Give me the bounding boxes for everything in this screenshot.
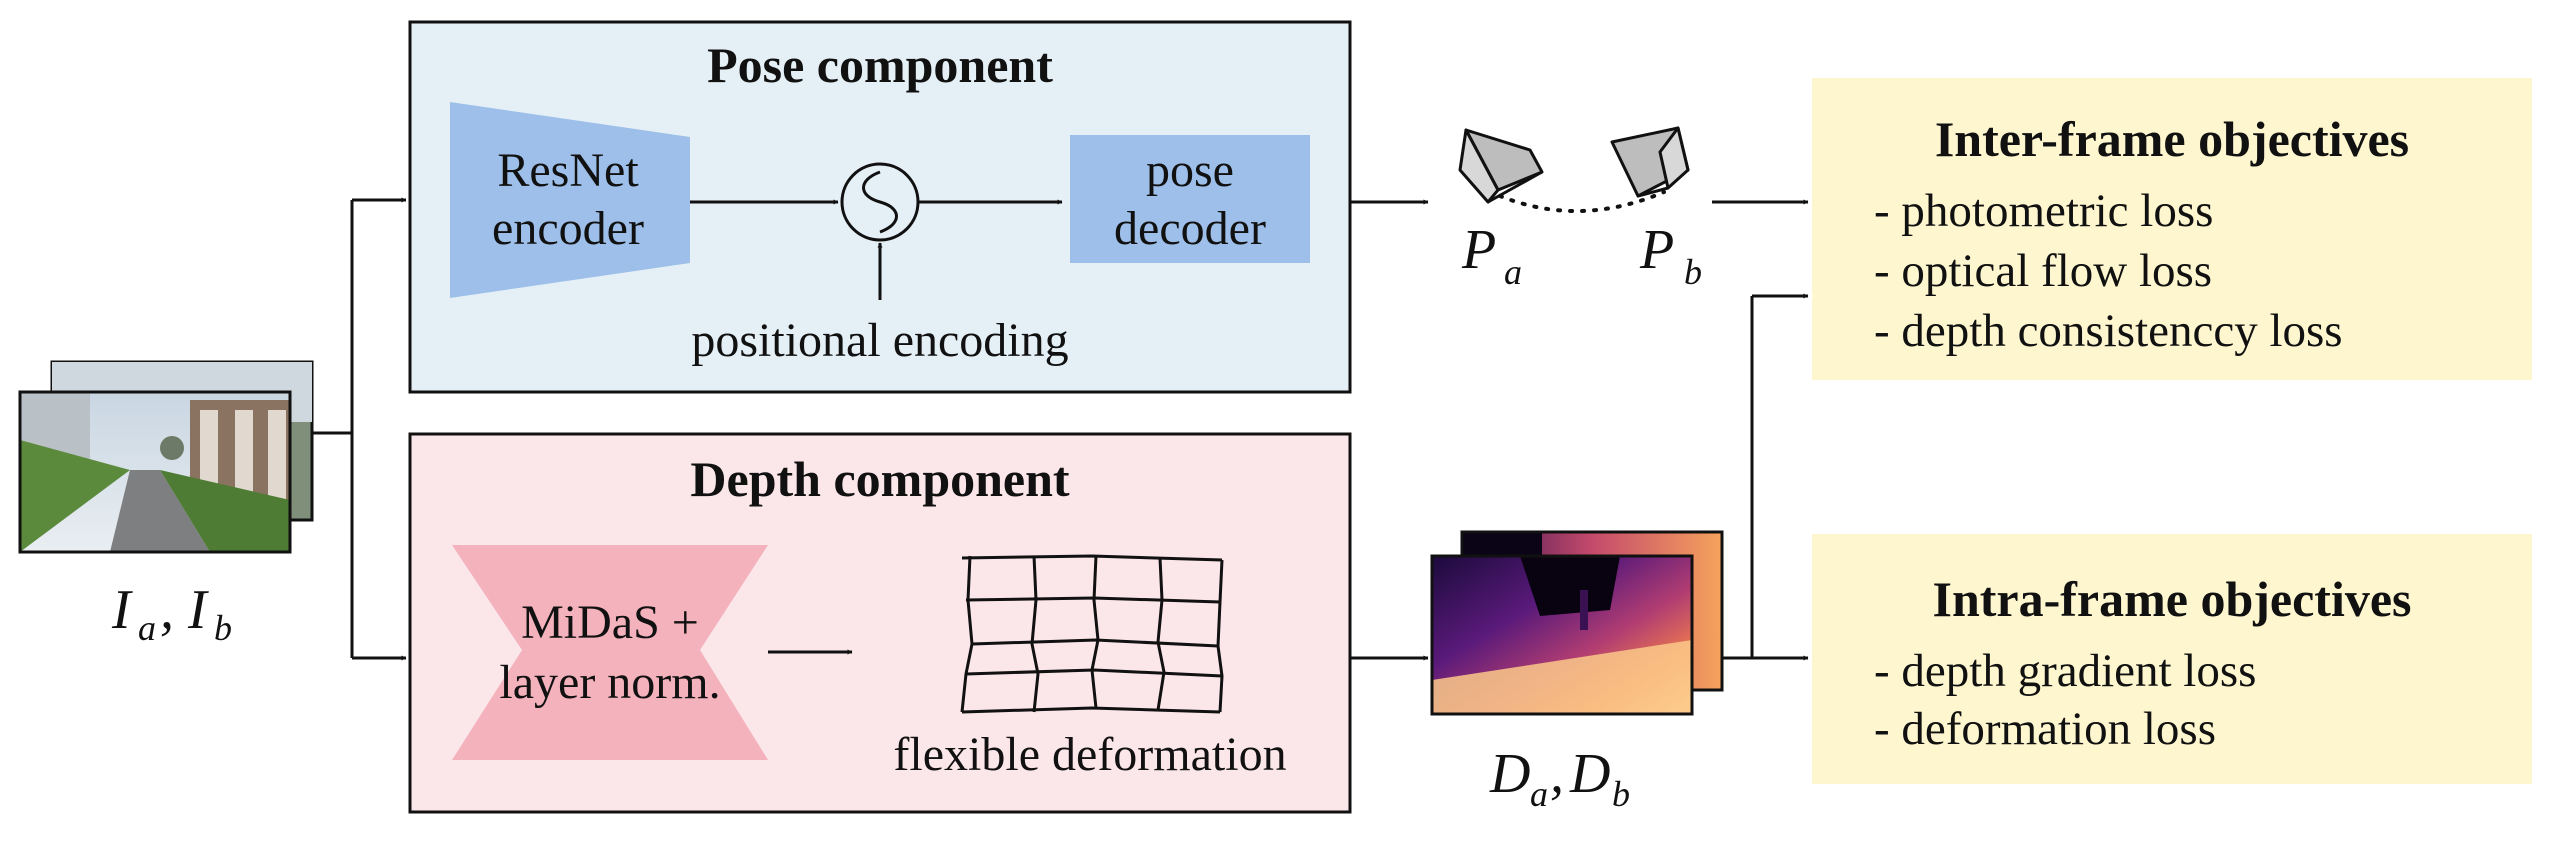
pose-component: Pose component ResNet encoder positional… <box>408 20 1352 394</box>
pose-component-title: Pose component <box>707 37 1053 93</box>
positional-encoding-label: positional encoding <box>691 314 1068 367</box>
depth-component: Depth component MiDaS + layer norm. flex… <box>408 432 1352 814</box>
depth-output-connectors <box>1722 293 1809 661</box>
pose-decoder-block: pose decoder <box>1070 135 1310 263</box>
depth-label-d-b-sub: b <box>1612 774 1630 814</box>
camera-trajectory <box>1498 190 1666 213</box>
encoder-label-line2: encoder <box>492 202 644 255</box>
encoder-label-line1: ResNet <box>497 144 639 197</box>
input-label-i-b-main: I <box>187 579 209 641</box>
intra-frame-title: Intra-frame objectives <box>1933 571 2412 627</box>
input-image-stack: I a , I b <box>18 360 314 648</box>
intra-frame-item: - deformation loss <box>1874 703 2216 755</box>
inter-frame-box <box>1812 78 2532 380</box>
intra-frame-objectives: Intra-frame objectives - depth gradient … <box>1812 534 2532 784</box>
pose-label-p-b-sub: b <box>1684 252 1702 292</box>
depth-map-front <box>1430 554 1694 716</box>
decoder-label-line1: pose <box>1146 144 1234 197</box>
intra-frame-item: - depth gradient loss <box>1874 645 2256 697</box>
input-image-front <box>18 390 292 554</box>
depth-label-d-a-main: D <box>1489 743 1530 805</box>
camera-icon-a <box>1458 128 1544 204</box>
midas-label-line2: layer norm. <box>499 656 720 709</box>
depth-label-d-b-main: D <box>1569 743 1610 805</box>
input-branch-connectors <box>312 197 407 661</box>
inter-frame-objectives: Inter-frame objectives - photometric los… <box>1812 78 2532 380</box>
pose-label-p-a-sub: a <box>1504 252 1522 292</box>
depth-map-stack: D a , D b <box>1430 530 1724 814</box>
pose-label-p-b-main: P <box>1639 219 1674 281</box>
depth-label-d-a-sub: a <box>1530 774 1548 814</box>
inter-frame-title: Inter-frame objectives <box>1935 111 2409 167</box>
depth-label-comma: , <box>1550 743 1564 805</box>
flexible-deformation-label: flexible deformation <box>893 728 1286 781</box>
depth-component-title: Depth component <box>690 451 1070 507</box>
resnet-encoder-block: ResNet encoder <box>450 102 690 298</box>
decoder-label-line2: decoder <box>1114 202 1266 255</box>
camera-pose-icons: P a P b <box>1458 126 1702 292</box>
midas-block: MiDaS + layer norm. <box>452 545 768 760</box>
input-label-i-a-main: I <box>111 579 133 641</box>
intra-frame-box <box>1812 534 2532 784</box>
inter-frame-item: - photometric loss <box>1874 185 2213 237</box>
input-label-i-b-sub: b <box>214 608 232 648</box>
deformation-grid-icon <box>960 554 1224 714</box>
input-label-comma: , <box>160 579 174 641</box>
midas-label-line1: MiDaS + <box>521 596 699 649</box>
inter-frame-item: - optical flow loss <box>1874 245 2212 297</box>
input-label-i-a-sub: a <box>138 608 156 648</box>
inter-frame-item: - depth consistenccy loss <box>1874 305 2343 357</box>
camera-icon-b <box>1610 126 1690 198</box>
pose-label-p-a-main: P <box>1461 219 1496 281</box>
